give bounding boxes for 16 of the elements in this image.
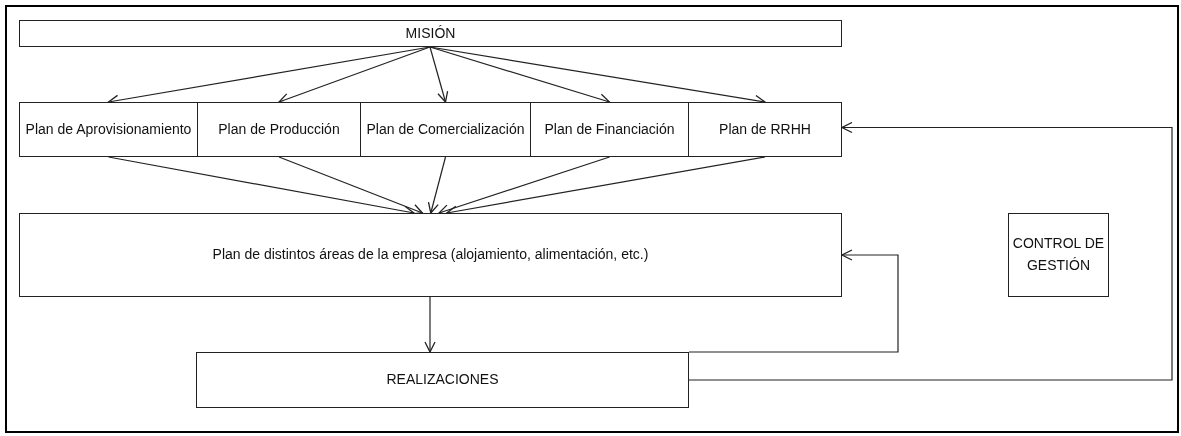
arrow [424,296,436,353]
arrow [688,121,1173,381]
plan-box: Plan de Comercialización [360,102,531,157]
arrow [427,156,447,214]
arrow [278,46,431,104]
results-box: REALIZACIONES [196,352,689,408]
arrow [278,156,424,215]
control-box: CONTROL DE GESTIÓN [1008,213,1109,297]
arrow [429,46,449,103]
plan-box: Plan de Producción [197,102,361,157]
plan-box: Plan de Aprovisionamiento [19,102,198,157]
mission-box: MISIÓN [19,20,842,47]
arrow [688,249,899,353]
plan-box: Plan de Financiación [530,102,689,157]
area-plan-box: Plan de distintos áreas de la empresa (alojamiento, alimentación, etc.) [19,213,842,297]
plan-box: Plan de RRHH [688,102,842,157]
